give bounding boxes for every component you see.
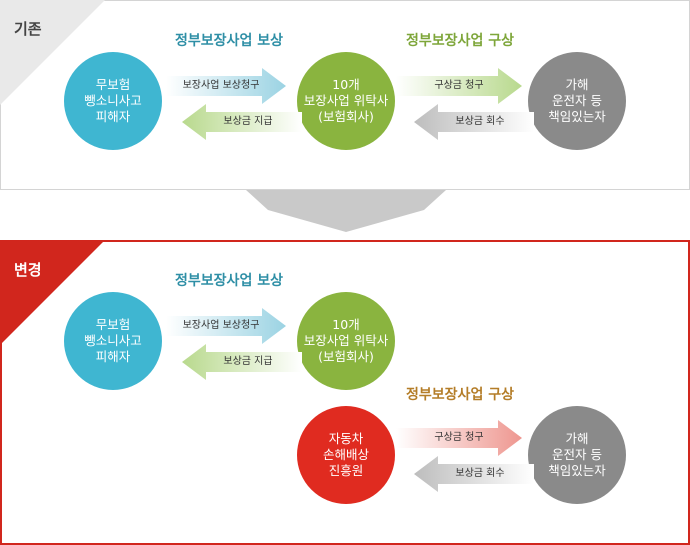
insurer-line-3: (보험회사)	[318, 109, 374, 124]
wrongdoer-line-1: 가해	[565, 431, 589, 446]
after-recourse-label: 구상금 청구	[434, 432, 484, 443]
before-recourse-label: 구상금 청구	[434, 80, 484, 91]
victim-line-1: 무보험	[95, 77, 131, 92]
insurer-line-1: 10개	[332, 77, 360, 92]
insurer-line-3: (보험회사)	[318, 349, 374, 364]
before-claim-arrow: 보장사업 보상청구	[166, 68, 286, 104]
wrongdoer-line-2: 운전자 등	[552, 447, 602, 462]
left-arrow-icon	[182, 104, 302, 140]
before-title-compensation: 정부보장사업 보상	[175, 33, 283, 49]
before-title-recourse: 정부보장사업 구상	[406, 33, 514, 49]
right-arrow-icon	[396, 420, 522, 456]
wrongdoer-line-1: 가해	[565, 77, 589, 92]
after-claim-label: 보장사업 보상청구	[182, 320, 260, 331]
transition-down-arrow-icon	[246, 190, 446, 232]
left-arrow-icon	[182, 344, 302, 380]
after-recover-label: 보상금 회수	[455, 468, 505, 479]
before-label: 기존	[14, 20, 42, 38]
after-insurer-circle: 10개 보장사업 위탁사 (보험회사)	[297, 292, 395, 390]
left-arrow-icon	[414, 104, 534, 140]
before-victim-circle: 무보험 뺑소니사고 피해자	[64, 52, 162, 150]
after-wrongdoer-circle: 가해 운전자 등 책임있는자	[528, 406, 626, 504]
agency-line-1: 자동차	[328, 431, 364, 446]
agency-line-2: 손해배상	[322, 447, 369, 462]
before-recourse-arrow: 구상금 청구	[396, 68, 522, 104]
after-recourse-arrow: 구상금 청구	[396, 420, 522, 456]
before-insurer-circle: 10개 보장사업 위탁사 (보험회사)	[297, 52, 395, 150]
after-claim-arrow: 보장사업 보상청구	[166, 308, 286, 344]
after-agency-circle: 자동차 손해배상 진흥원	[297, 406, 395, 504]
victim-line-2: 뺑소니사고	[84, 333, 142, 348]
after-pay-label: 보상금 지급	[223, 356, 273, 367]
right-arrow-icon	[396, 68, 522, 104]
after-pay-arrow: 보상금 지급	[182, 344, 302, 380]
after-recover-arrow: 보상금 회수	[414, 456, 534, 492]
right-arrow-icon	[166, 308, 286, 344]
insurer-line-2: 보장사업 위탁사	[303, 333, 389, 348]
wrongdoer-line-3: 책임있는자	[548, 463, 606, 478]
wrongdoer-line-3: 책임있는자	[548, 109, 606, 124]
victim-line-1: 무보험	[95, 317, 131, 332]
after-title-recourse: 정부보장사업 구상	[406, 387, 514, 403]
right-arrow-icon	[166, 68, 286, 104]
before-pay-arrow: 보상금 지급	[182, 104, 302, 140]
before-recover-arrow: 보상금 회수	[414, 104, 534, 140]
insurer-line-1: 10개	[332, 317, 360, 332]
before-recover-label: 보상금 회수	[455, 116, 505, 127]
after-title-compensation: 정부보장사업 보상	[175, 273, 283, 289]
before-pay-label: 보상금 지급	[223, 116, 273, 127]
after-label: 변경	[14, 261, 42, 279]
before-claim-label: 보장사업 보상청구	[182, 80, 260, 91]
victim-line-3: 피해자	[95, 349, 131, 364]
insurer-line-2: 보장사업 위탁사	[303, 93, 389, 108]
before-wrongdoer-circle: 가해 운전자 등 책임있는자	[528, 52, 626, 150]
left-arrow-icon	[414, 456, 534, 492]
victim-line-2: 뺑소니사고	[84, 93, 142, 108]
agency-line-3: 진흥원	[328, 463, 364, 478]
after-victim-circle: 무보험 뺑소니사고 피해자	[64, 292, 162, 390]
wrongdoer-line-2: 운전자 등	[552, 93, 602, 108]
victim-line-3: 피해자	[95, 109, 131, 124]
